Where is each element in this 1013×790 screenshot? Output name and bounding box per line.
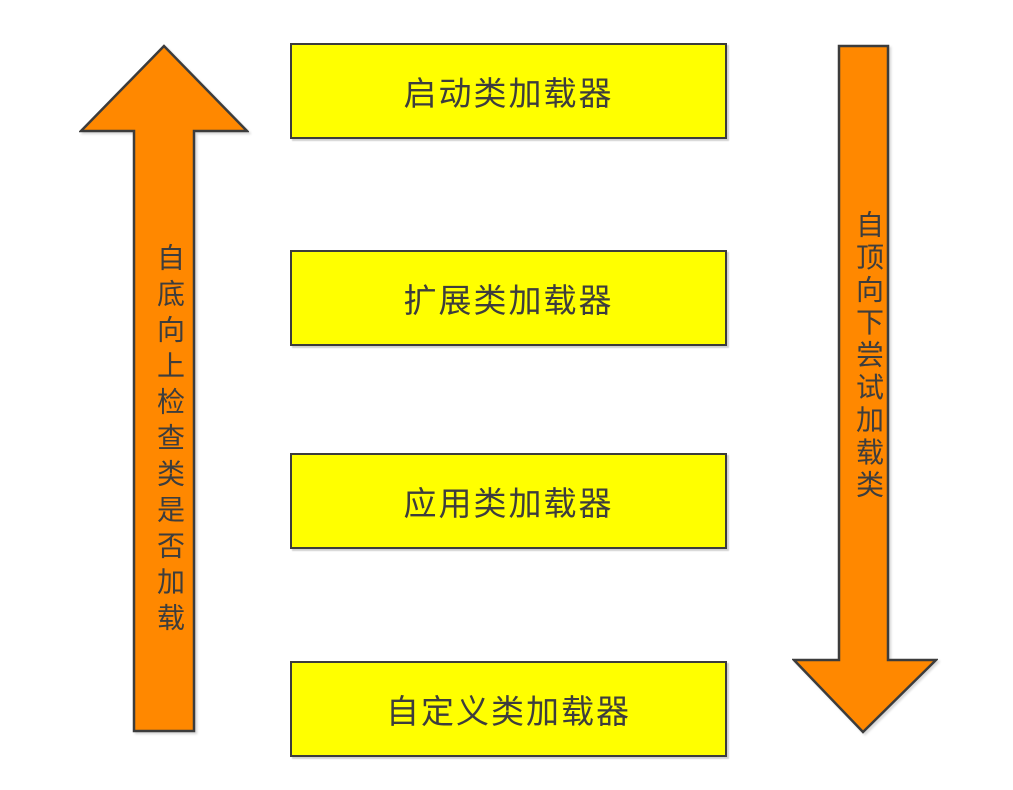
extension-classloader-box: 扩展类加载器 xyxy=(290,250,727,346)
custom-classloader-box: 自定义类加载器 xyxy=(290,661,727,757)
up-arrow-label: 自底向上检查类是否加载 xyxy=(154,243,185,639)
custom-classloader-label: 自定义类加载器 xyxy=(386,693,631,730)
down-arrow-icon xyxy=(792,44,938,734)
bootstrap-classloader-label: 启动类加载器 xyxy=(403,75,614,112)
application-classloader-label: 应用类加载器 xyxy=(403,485,614,522)
extension-classloader-label: 扩展类加载器 xyxy=(403,282,614,319)
down-arrow-label: 自顶向下尝试加载类 xyxy=(853,210,884,503)
up-arrow-shape xyxy=(79,44,249,733)
down-arrow-shape xyxy=(792,44,938,734)
bootstrap-classloader-box: 启动类加载器 xyxy=(290,43,727,139)
up-arrow-icon xyxy=(79,44,249,733)
application-classloader-box: 应用类加载器 xyxy=(290,453,727,549)
